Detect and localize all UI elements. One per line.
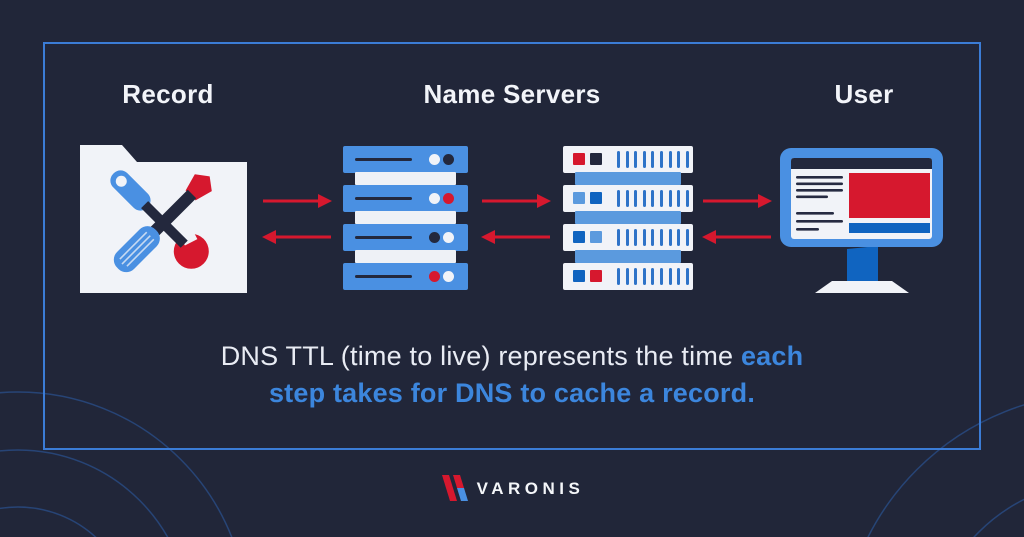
server-led-light [590,270,602,282]
server-vent-slot [677,268,681,285]
server-vent-slot [634,151,638,168]
server-vent-slot [677,190,681,207]
server-vent-slot [660,268,663,285]
server-vent-slot [660,151,663,168]
server-unit [343,263,468,290]
server-vent-slot [642,229,646,246]
server-vent-slot [660,229,663,246]
server-vent-slot [634,229,638,246]
server-vent-line [355,158,412,161]
server-chassis-bar [575,172,681,185]
caption-line-1: DNS TTL (time to live) represents the ti… [0,338,1024,375]
server-vent-slot [660,190,663,207]
server-vent-slot [685,151,689,168]
server-led-light [590,231,602,243]
server-led-light [590,153,602,165]
server-unit [343,146,468,173]
server-unit [343,224,468,251]
caption: DNS TTL (time to live) represents the ti… [0,338,1024,412]
server-unit [563,263,693,290]
server-chassis-bar [575,211,681,224]
column-label-record: Record [122,79,214,109]
server-led-light [573,270,585,282]
server-chassis-bar [355,211,456,224]
server-vent-slot [685,190,689,207]
server-vent-slot [651,268,655,285]
server-vent-slot [642,151,646,168]
varonis-slashes-icon [441,474,468,501]
server-vent-slot [625,229,629,246]
server-vent-slot [677,151,681,168]
server-vent-slot [668,268,672,285]
server-chassis-bar [355,172,456,185]
server-vent-slot [625,268,629,285]
server-vent-slot [668,229,672,246]
server-vent-slot [617,229,620,246]
server-led-light [573,231,585,243]
server-vent-slot [651,151,655,168]
arrow-right-icon [703,194,772,208]
server-vent-slot [617,268,620,285]
server-chassis-bar [355,250,456,263]
server-led-light [429,154,440,165]
server-vent-slot [625,151,629,168]
server-led-light [573,153,585,165]
server-led-light [590,192,602,204]
varonis-logo: VARONIS [0,470,1024,506]
server-vent-line [355,197,412,200]
server-vent-slot [677,229,681,246]
server-vent-slot [625,190,629,207]
server-stack-blue-icon [343,146,468,290]
server-vent-slot [634,190,638,207]
server-led-light [429,271,440,282]
server-vent-slot [617,190,620,207]
server-led-light [443,193,454,204]
server-unit [343,185,468,212]
server-vent-slot [651,190,655,207]
server-led-light [443,232,454,243]
monitor-icon [780,148,943,293]
server-unit [563,224,693,251]
varonis-wordmark: VARONIS [476,479,585,498]
server-chassis-bar [575,250,681,263]
server-led-light [443,271,454,282]
caption-white-text: DNS TTL (time to live) represents the ti… [220,341,734,371]
caption-line-2: step takes for DNS to cache a record. [268,378,756,408]
folder-tools-icon [80,145,247,293]
server-vent-line [355,236,412,239]
server-led-light [429,232,440,243]
server-vent-slot [668,190,672,207]
server-led-light [573,192,585,204]
caption-highlight-word: each [740,341,804,371]
server-led-light [429,193,440,204]
arrow-right-icon [263,194,332,208]
arrow-left-icon [702,230,771,244]
arrow-right-icon [482,194,551,208]
server-stack-white-icon [563,146,693,290]
server-vent-slot [685,229,689,246]
server-led-light [443,154,454,165]
server-unit [563,185,693,212]
server-vent-slot [634,268,638,285]
server-vent-line [355,275,412,278]
server-vent-slot [642,268,646,285]
arrow-left-icon [481,230,550,244]
column-label-user: User [834,79,894,109]
wrench-icon [110,170,209,269]
server-vent-slot [651,229,655,246]
server-vent-slot [685,268,689,285]
server-unit [563,146,693,173]
diagram-frame [43,42,981,450]
arrow-left-icon [262,230,331,244]
server-vent-slot [668,151,672,168]
column-label-name-servers: Name Servers [423,79,601,109]
server-vent-slot [642,190,646,207]
server-vent-slot [617,151,620,168]
